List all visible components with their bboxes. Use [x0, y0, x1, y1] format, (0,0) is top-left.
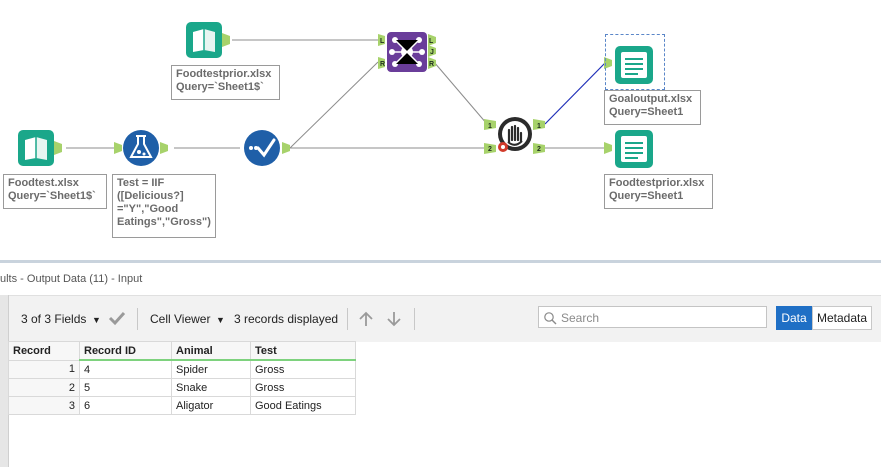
data-view-button[interactable]: Data [776, 306, 812, 330]
connection-join-test[interactable] [433, 61, 488, 125]
column-header-animal[interactable]: Animal [171, 341, 251, 361]
test-cell[interactable]: Gross [250, 378, 356, 397]
animal-cell[interactable]: Snake [171, 378, 251, 397]
column-header-record[interactable]: Record [8, 341, 80, 361]
arrow-down-icon[interactable] [385, 310, 403, 328]
connection-test-output1[interactable] [544, 61, 607, 125]
workflow-connections: L R L J R 1 2 1 2 [18, 22, 653, 168]
toolbar-separator [137, 308, 138, 330]
arrow-up-icon[interactable] [357, 310, 375, 328]
search-box[interactable] [538, 306, 767, 328]
annotation-output1: Goaloutput.xlsx Query=Sheet1 [604, 90, 701, 125]
record-number-cell: 3 [8, 396, 80, 415]
join-tool[interactable] [378, 32, 436, 72]
record-number-cell: 1 [8, 359, 80, 379]
animal-cell[interactable]: Spider [171, 359, 251, 379]
table-row[interactable]: 2 5 Snake Gross [8, 378, 356, 397]
annotation-output2: Foodtestprior.xlsx Query=Sheet1 [604, 174, 713, 209]
test-cell[interactable]: Gross [250, 359, 356, 379]
anchor-label-left-output: L [429, 38, 434, 45]
record-id-tool[interactable] [244, 130, 290, 166]
apply-check-icon[interactable] [108, 310, 126, 326]
anchor-label-join-output: J [430, 49, 434, 56]
anchor-label-right-input: R [380, 61, 385, 68]
table-row[interactable]: 3 6 Aligator Good Eatings [8, 396, 356, 415]
results-header: ults - Output Data (11) - Input [0, 263, 881, 295]
results-title: ults - Output Data (11) - Input [0, 273, 143, 285]
records-displayed: 3 records displayed [234, 312, 339, 326]
annotation-formula: Test = IIF ([Delicious?] ="Y","Good Eati… [112, 174, 216, 238]
test-cell[interactable]: Good Eatings [250, 396, 356, 415]
cell-viewer-caret-icon[interactable]: ▼ [216, 315, 225, 325]
results-toolbar: 3 of 3 Fields ▼ Cell Viewer ▼ 3 records … [0, 295, 881, 342]
toolbar-separator [347, 308, 348, 330]
anchor-label-test-in-1: 1 [488, 123, 492, 130]
fields-dropdown-caret-icon[interactable]: ▼ [92, 315, 101, 325]
connection-recordid-join[interactable] [289, 61, 379, 149]
record-id-cell[interactable]: 6 [79, 396, 172, 415]
record-id-cell[interactable]: 4 [79, 359, 172, 379]
formula-tool[interactable] [114, 130, 168, 166]
search-input[interactable] [559, 309, 763, 327]
workflow-canvas[interactable]: L R L J R 1 2 1 2 Foodtestprior.xlsx Que… [0, 0, 881, 260]
input-data-tool-1[interactable] [186, 22, 230, 58]
animal-cell[interactable]: Aligator [171, 396, 251, 415]
input-data-tool-2[interactable] [18, 130, 62, 166]
grid-header-row: Record Record ID Animal Test [8, 341, 356, 361]
selection-box [605, 34, 665, 90]
fields-dropdown[interactable]: 3 of 3 Fields [21, 312, 87, 326]
search-icon [544, 312, 557, 325]
annotation-input1: Foodtestprior.xlsx Query=`Sheet1$` [171, 65, 280, 100]
pane-divider[interactable] [0, 260, 881, 263]
anchor-label-test-out-2: 2 [537, 146, 541, 153]
anchor-label-test-out-1: 1 [537, 123, 541, 130]
record-number-cell: 2 [8, 378, 80, 397]
table-row[interactable]: 1 4 Spider Gross [8, 359, 356, 379]
record-id-cell[interactable]: 5 [79, 378, 172, 397]
anchor-label-right-output: R [429, 61, 434, 68]
output-data-tool-1[interactable] [604, 46, 653, 84]
test-tool[interactable] [484, 117, 545, 154]
annotation-input2: Foodtest.xlsx Query=`Sheet1$` [3, 174, 107, 209]
metadata-view-button[interactable]: Metadata [812, 306, 872, 330]
toolbar-separator [414, 308, 415, 330]
column-header-record-id[interactable]: Record ID [79, 341, 172, 361]
anchor-label-test-in-2: 2 [488, 146, 492, 153]
results-grid: Record Record ID Animal Test 1 4 Spider … [8, 341, 356, 415]
column-header-test[interactable]: Test [250, 341, 356, 361]
output-data-tool-2[interactable] [604, 130, 653, 168]
cell-viewer-dropdown[interactable]: Cell Viewer [150, 312, 211, 326]
anchor-label-left-input: L [380, 38, 385, 45]
